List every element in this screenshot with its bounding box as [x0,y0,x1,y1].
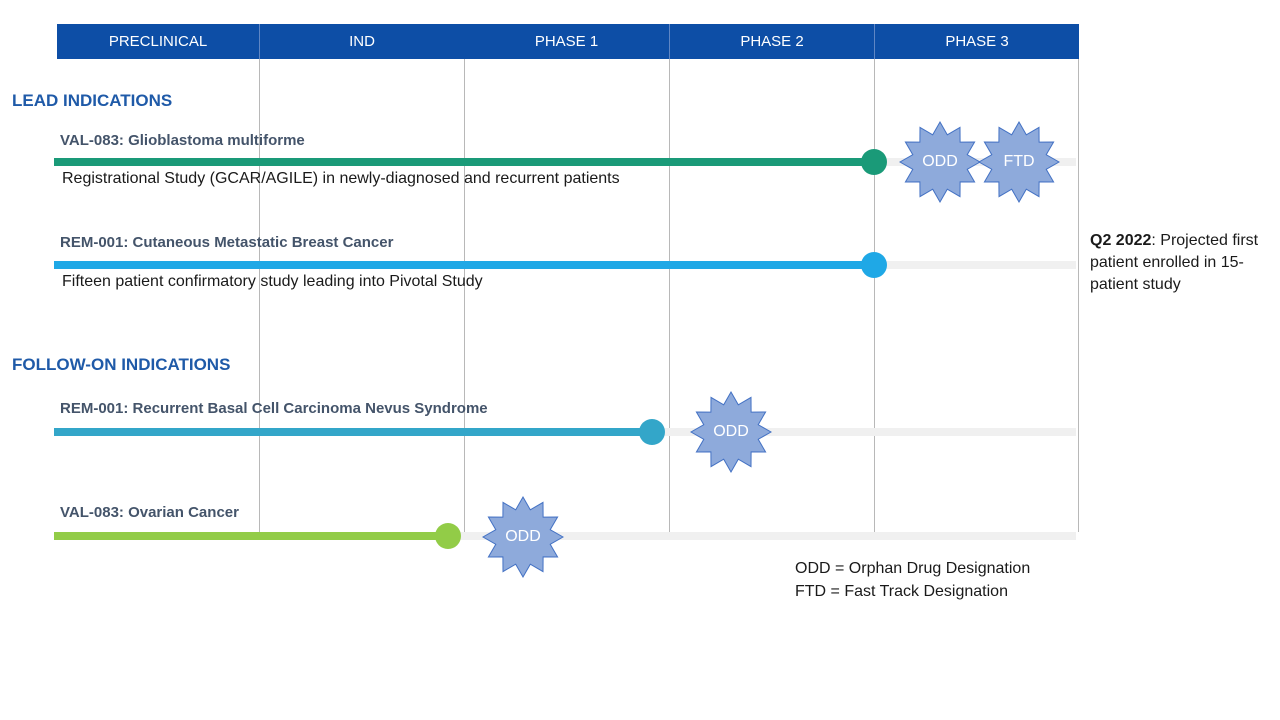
program-progress-bar [54,158,874,166]
badge-label: FTD [1003,153,1035,170]
starburst-icon [482,496,564,578]
grid-line-end [1078,59,1079,532]
phase-header-phase-2: PHASE 2 [669,24,874,59]
grid-line-phase-1 [464,59,465,532]
grid-line-phase-2 [669,59,670,532]
program-name: VAL-083: Ovarian Cancer [60,504,239,521]
section-title-follow-on: FOLLOW-ON INDICATIONS [12,355,231,374]
program-progress-bar [54,532,448,540]
milestone-note: Q2 2022: Projected first patient enrolle… [1090,230,1278,296]
program-description: Registrational Study (GCAR/AGILE) in new… [62,170,620,187]
program-description: Fifteen patient confirmatory study leadi… [62,273,483,290]
phase-header-ind: IND [259,24,464,59]
odd-badge: ODD [482,496,564,578]
program-progress-marker [435,523,461,549]
program-name: VAL-083: Glioblastoma multiforme [60,132,305,149]
starburst-icon [899,121,981,203]
starburst-icon [978,121,1060,203]
badge-label: ODD [713,423,749,440]
milestone-date: Q2 2022 [1090,232,1152,249]
program-progress-bar [54,261,874,269]
ftd-badge: FTD [978,121,1060,203]
program-progress-marker [861,252,887,278]
program-progress-marker [639,419,665,445]
grid-line-phase-3 [874,59,875,532]
grid-line-ind [259,59,260,532]
phase-header-preclinical: PRECLINICAL [57,24,259,59]
program-name: REM-001: Cutaneous Metastatic Breast Can… [60,234,394,251]
odd-badge: ODD [690,391,772,473]
badge-label: ODD [922,153,958,170]
legend-ftd: FTD = Fast Track Designation [795,583,1008,600]
program-progress-bar [54,428,652,436]
badge-label: ODD [505,528,541,545]
phase-header-phase-1: PHASE 1 [464,24,669,59]
phase-header-phase-3: PHASE 3 [874,24,1079,59]
section-title-lead: LEAD INDICATIONS [12,91,173,110]
program-progress-marker [861,149,887,175]
milestone-text: : Projected first patient enrolled in 15… [1090,232,1259,293]
starburst-icon [690,391,772,473]
legend-odd: ODD = Orphan Drug Designation [795,560,1031,577]
program-name: REM-001: Recurrent Basal Cell Carcinoma … [60,400,488,417]
odd-badge: ODD [899,121,981,203]
program-track [54,532,1076,540]
